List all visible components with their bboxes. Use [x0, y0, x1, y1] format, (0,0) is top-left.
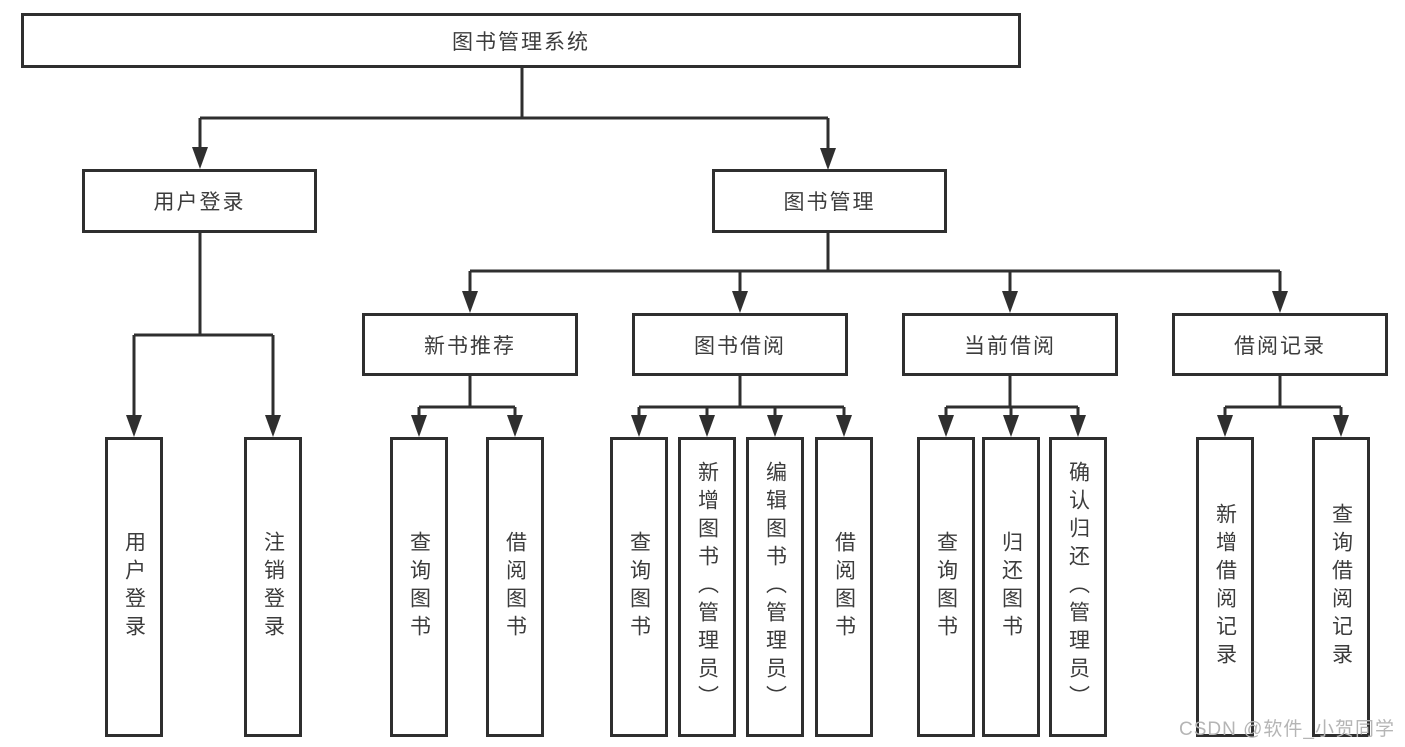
- leaf-bb-edit-books-admin: 编辑图书（管理员）: [746, 437, 804, 737]
- node-book-management: 图书管理: [712, 169, 947, 233]
- connector-book-borrow-split: [637, 376, 846, 419]
- connector-new-book-rec-split: [417, 376, 517, 419]
- node-root: 图书管理系统: [21, 13, 1021, 68]
- node-user-login: 用户登录: [82, 169, 317, 233]
- node-current-borrowing: 当前借阅: [902, 313, 1118, 376]
- leaf-rec-query-books-label: 查询图书: [407, 531, 431, 643]
- leaf-bb-borrow-books-label: 借阅图书: [832, 531, 856, 643]
- leaf-cb-query-books-label: 查询图书: [934, 531, 958, 643]
- watermark: CSDN @软件_小贺同学: [1179, 719, 1395, 740]
- leaf-br-query-record-label: 查询借阅记录: [1329, 503, 1353, 671]
- connector-borrow-record-split: [1223, 376, 1343, 419]
- leaf-bb-edit-books-admin-label: 编辑图书（管理员）: [763, 461, 787, 713]
- leaf-cb-confirm-return-admin-label: 确认归还（管理员）: [1066, 461, 1090, 713]
- leaf-bb-add-books-admin-label: 新增图书（管理员）: [695, 461, 719, 713]
- leaf-rec-borrow-books: 借阅图书: [486, 437, 544, 737]
- connector-book-mgmt-split: [468, 232, 1282, 295]
- leaf-logout-label: 注销登录: [261, 531, 285, 643]
- leaf-bb-query-books: 查询图书: [610, 437, 668, 737]
- node-root-label: 图书管理系统: [452, 30, 590, 54]
- leaf-rec-borrow-books-label: 借阅图书: [503, 531, 527, 643]
- leaf-bb-borrow-books: 借阅图书: [815, 437, 873, 737]
- node-current-borrowing-label: 当前借阅: [964, 334, 1056, 358]
- node-book-management-label: 图书管理: [783, 191, 876, 214]
- leaf-cb-query-books: 查询图书: [917, 437, 975, 737]
- node-new-book-recommend-label: 新书推荐: [424, 334, 516, 358]
- node-book-borrowing-label: 图书借阅: [694, 334, 786, 358]
- leaf-bb-add-books-admin: 新增图书（管理员）: [678, 437, 736, 737]
- leaf-bb-query-books-label: 查询图书: [627, 531, 651, 643]
- connector-current-borrow-split: [944, 376, 1080, 419]
- leaf-rec-query-books: 查询图书: [390, 437, 448, 737]
- node-book-borrowing: 图书借阅: [632, 313, 848, 376]
- leaf-br-add-record-label: 新增借阅记录: [1213, 503, 1237, 671]
- connector-user-login-split: [132, 233, 275, 419]
- leaf-user-login: 用户登录: [105, 437, 163, 737]
- leaf-br-query-record: 查询借阅记录: [1312, 437, 1370, 737]
- arrowheads: [126, 147, 1349, 437]
- leaf-user-login-label: 用户登录: [122, 531, 146, 643]
- leaf-cb-return-books-label: 归还图书: [999, 531, 1023, 643]
- node-user-login-label: 用户登录: [153, 191, 246, 214]
- leaf-cb-confirm-return-admin: 确认归还（管理员）: [1049, 437, 1107, 737]
- leaf-logout: 注销登录: [244, 437, 302, 737]
- leaf-br-add-record: 新增借阅记录: [1196, 437, 1254, 737]
- connector-root-split: [198, 68, 830, 152]
- leaf-cb-return-books: 归还图书: [982, 437, 1040, 737]
- node-new-book-recommend: 新书推荐: [362, 313, 578, 376]
- node-borrowing-records-label: 借阅记录: [1234, 334, 1326, 358]
- node-borrowing-records: 借阅记录: [1172, 313, 1388, 376]
